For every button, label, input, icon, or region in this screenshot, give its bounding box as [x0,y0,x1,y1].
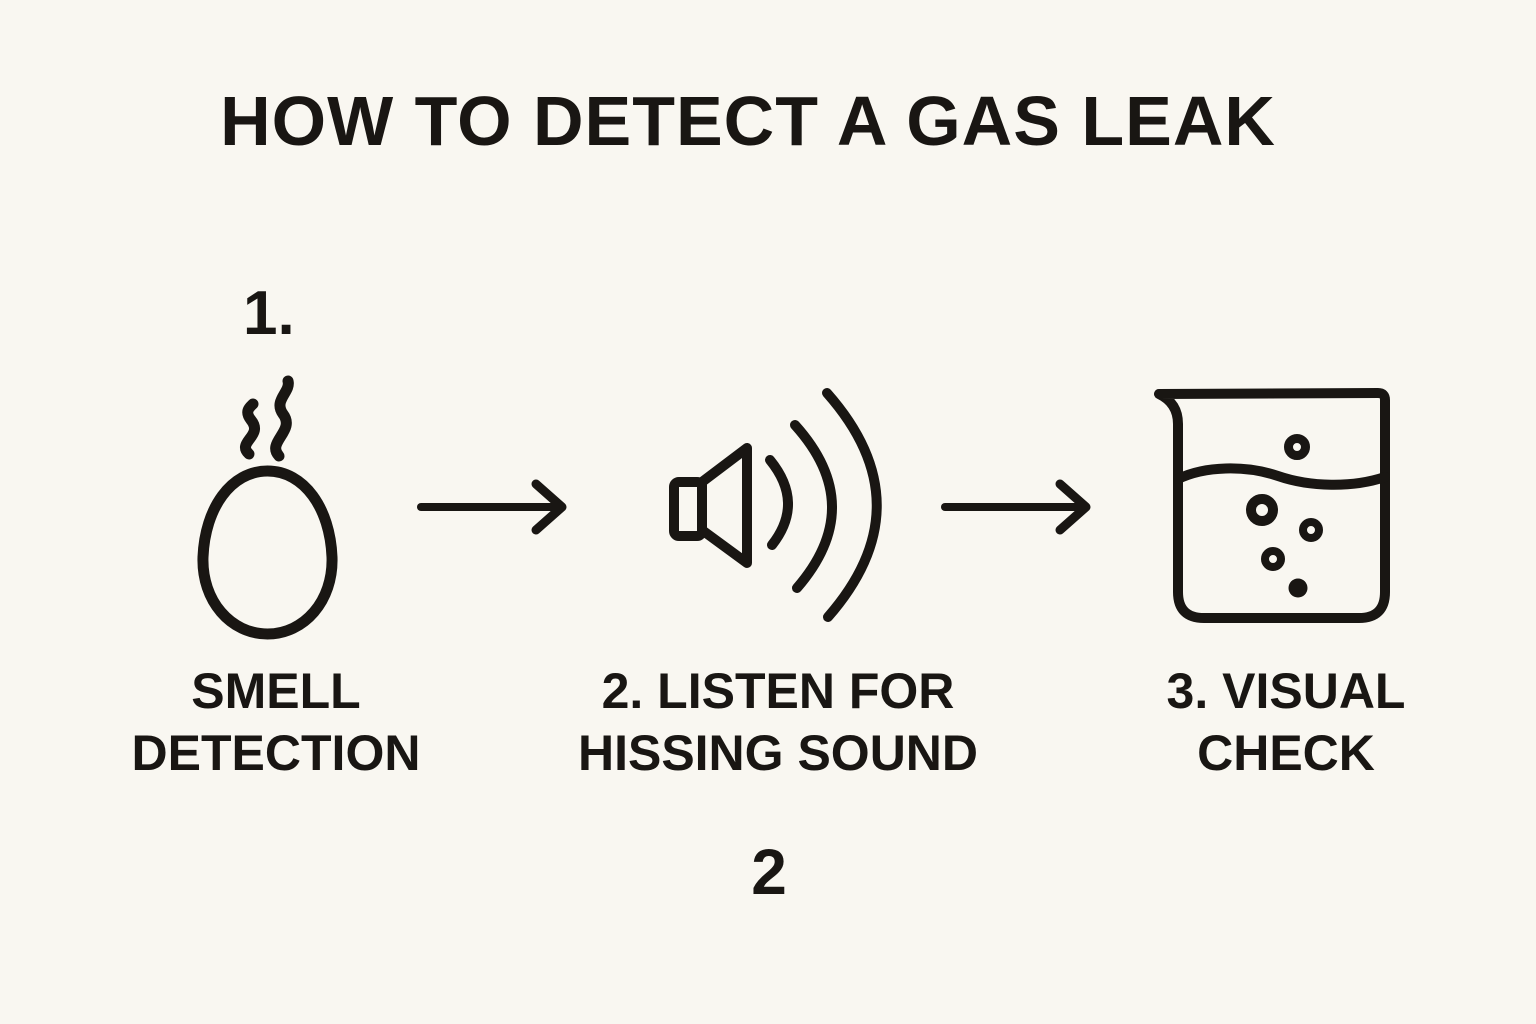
sound-wave-large [822,388,882,622]
step-1-marker: 1. [243,279,295,348]
step-3-label: 3. VISUAL CHECK [1167,660,1406,784]
bubble-filled [1288,578,1308,598]
arrow-head [531,479,567,535]
bubble [1261,547,1285,571]
step-2-label-line1: 2. LISTEN FOR [601,663,955,719]
sound-wave-small [765,455,793,550]
step-2-label-line2: HISSING SOUND [577,725,979,781]
bubble [1284,434,1310,460]
sound-wave-medium [790,420,837,593]
speaker-horn [697,443,752,568]
right-arrow-icon [941,479,1091,535]
bubbling-beaker-icon [1154,388,1390,623]
smell-wave-left [240,398,260,460]
liquid-wave-line [1173,463,1390,490]
footer-marker: 2 [751,836,787,908]
step-3-label-line2: CHECK [1197,725,1375,781]
right-arrow-icon [417,479,567,535]
step-1-label-line2: DETECTION [131,725,421,781]
page-title: HOW TO DETECT A GAS LEAK [220,82,1276,160]
speaker-sound-waves-icon [669,388,882,622]
bubble [1246,494,1278,526]
step-1-label-line1: SMELL [191,663,361,719]
bubble [1299,518,1323,542]
arrow-head [1055,479,1091,535]
beaker-outline [1154,388,1390,623]
smelly-egg-icon [197,375,338,640]
step-1-label: SMELL DETECTION [132,660,421,784]
step-3-label-line1: 3. VISUAL [1166,663,1406,719]
egg-outline [197,465,338,640]
step-2-label: 2. LISTEN FOR HISSING SOUND [578,660,978,784]
smell-wave-right [270,375,294,462]
